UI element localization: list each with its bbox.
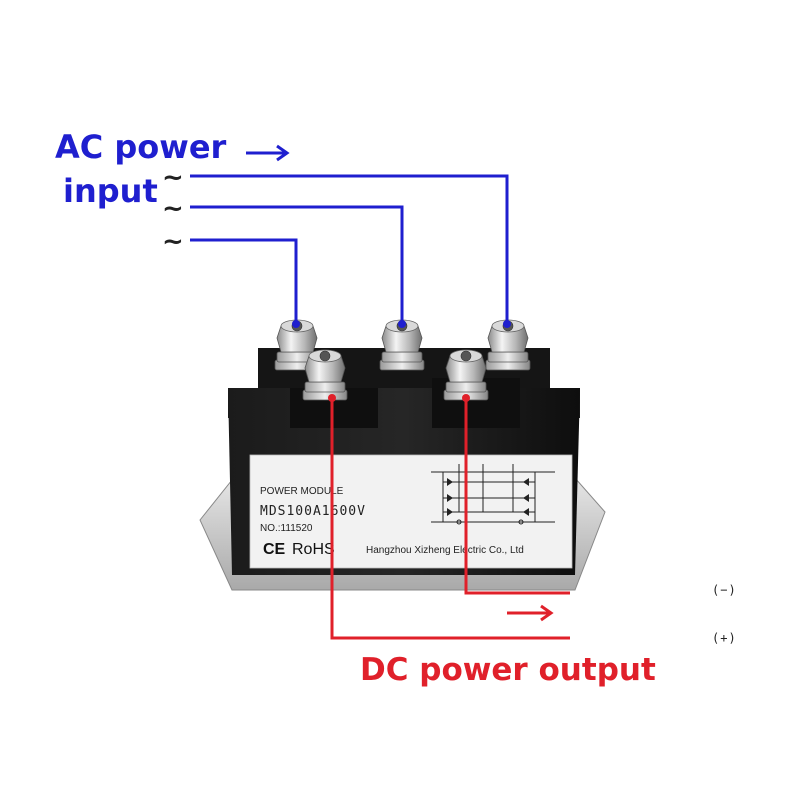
rohs-mark: RoHS	[292, 541, 335, 558]
ce-mark: CE	[263, 541, 286, 558]
ac-title-line2: input	[63, 172, 158, 210]
dc-positive-label: (+)	[712, 631, 737, 645]
dc-title: DC power output	[360, 652, 656, 688]
ac-tilde-1: ~	[162, 163, 184, 193]
label-header: POWER MODULE	[260, 486, 344, 497]
ac-wires	[190, 174, 509, 323]
ac-tilde-3: ~	[162, 227, 184, 257]
label-manufacturer: Hangzhou Xizheng Electric Co., Ltd	[366, 545, 524, 556]
arrow-right-icon	[246, 144, 290, 162]
ac-tilde-2: ~	[162, 194, 184, 224]
dc-wires	[330, 398, 570, 640]
diode-bridge-schematic-icon	[431, 464, 555, 525]
arrow-right-icon	[507, 604, 554, 622]
ac-title-line1: AC power	[55, 128, 227, 166]
dc-negative-label: (−)	[712, 583, 737, 597]
label-model: MDS100A1600V	[260, 504, 366, 519]
label-serial: NO.:111520	[260, 523, 313, 534]
